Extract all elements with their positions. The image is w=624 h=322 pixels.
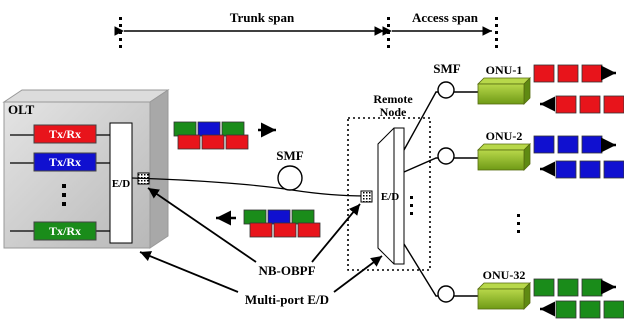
- olt-txrx-3: [33, 221, 97, 241]
- access-smf-label: SMF: [433, 61, 461, 76]
- onu-2-packets: [533, 135, 624, 179]
- access-coil-2: [437, 147, 455, 165]
- access-fiber-2: [403, 157, 478, 173]
- onu-1-label: ONU-1: [486, 63, 523, 77]
- onu-2-label: ONU-2: [486, 129, 523, 143]
- trunk-fiber-coil: [277, 165, 303, 191]
- annotation-arrows: [139, 187, 383, 293]
- trunk-fiber: SMF: [131, 148, 367, 197]
- span-dots-right: [495, 17, 498, 48]
- onu-1: ONU-1: [477, 63, 531, 105]
- multiport-ed-label: Multi-port E/D: [245, 292, 329, 307]
- access-fibers: SMF: [403, 61, 478, 303]
- remote-filter-icon: [360, 190, 373, 203]
- onu-1-packets: [533, 64, 624, 114]
- olt-txrx-2: [33, 152, 97, 172]
- nb-obpf-arrow-olt: [147, 187, 257, 263]
- trunk-span-label: Trunk span: [230, 10, 295, 25]
- onu-2: ONU-2: [477, 129, 531, 171]
- onu-32-label: ONU-32: [483, 268, 526, 282]
- olt-ed-block: [109, 122, 133, 244]
- span-dots-left: [119, 17, 122, 48]
- nb-obpf-label: NB-OBPF: [258, 263, 315, 278]
- remote-ed-label: E/D: [381, 191, 399, 203]
- olt-txrx-1: [33, 124, 97, 144]
- remote-node-title-line2: Node: [380, 105, 407, 119]
- upstream-packets: [216, 209, 321, 238]
- remote-node-title-line1: Remote: [373, 92, 413, 106]
- trunk-smf-label: SMF: [276, 148, 304, 163]
- remote-node-boundary: [347, 117, 431, 271]
- span-indicators: Trunk span Access span: [114, 10, 498, 48]
- olt-txrx-3-label: Tx/Rx: [49, 224, 81, 238]
- olt-txrx-2-label: Tx/Rx: [49, 155, 81, 169]
- onu-32: ONU-32: [477, 268, 531, 310]
- span-dots-middle: [387, 17, 390, 48]
- olt-ellipsis: [62, 184, 66, 206]
- olt-box-top: [2, 89, 170, 103]
- access-fiber-3: [403, 243, 478, 297]
- olt-title: OLT: [8, 102, 35, 117]
- multiport-arrow-remote: [333, 255, 383, 293]
- olt-block: OLT Tx/Rx Tx/Rx Tx/Rx E/D: [2, 89, 170, 249]
- remote-ellipsis: [410, 196, 413, 215]
- olt-txrx-1-label: Tx/Rx: [49, 127, 81, 141]
- access-fiber-1: [403, 91, 478, 151]
- nb-obpf-arrow-remote: [311, 203, 361, 263]
- olt-ed-label: E/D: [112, 178, 130, 190]
- remote-node: Remote Node E/D: [347, 92, 431, 271]
- access-coil-1: [437, 81, 455, 99]
- olt-box-side: [149, 89, 169, 249]
- access-span-label: Access span: [412, 10, 479, 25]
- multiport-arrow-olt: [139, 251, 239, 293]
- onu-32-packets: [533, 278, 624, 319]
- downstream-packets: [173, 121, 276, 150]
- onu-ellipsis: [517, 214, 520, 233]
- access-coil-3: [437, 285, 455, 303]
